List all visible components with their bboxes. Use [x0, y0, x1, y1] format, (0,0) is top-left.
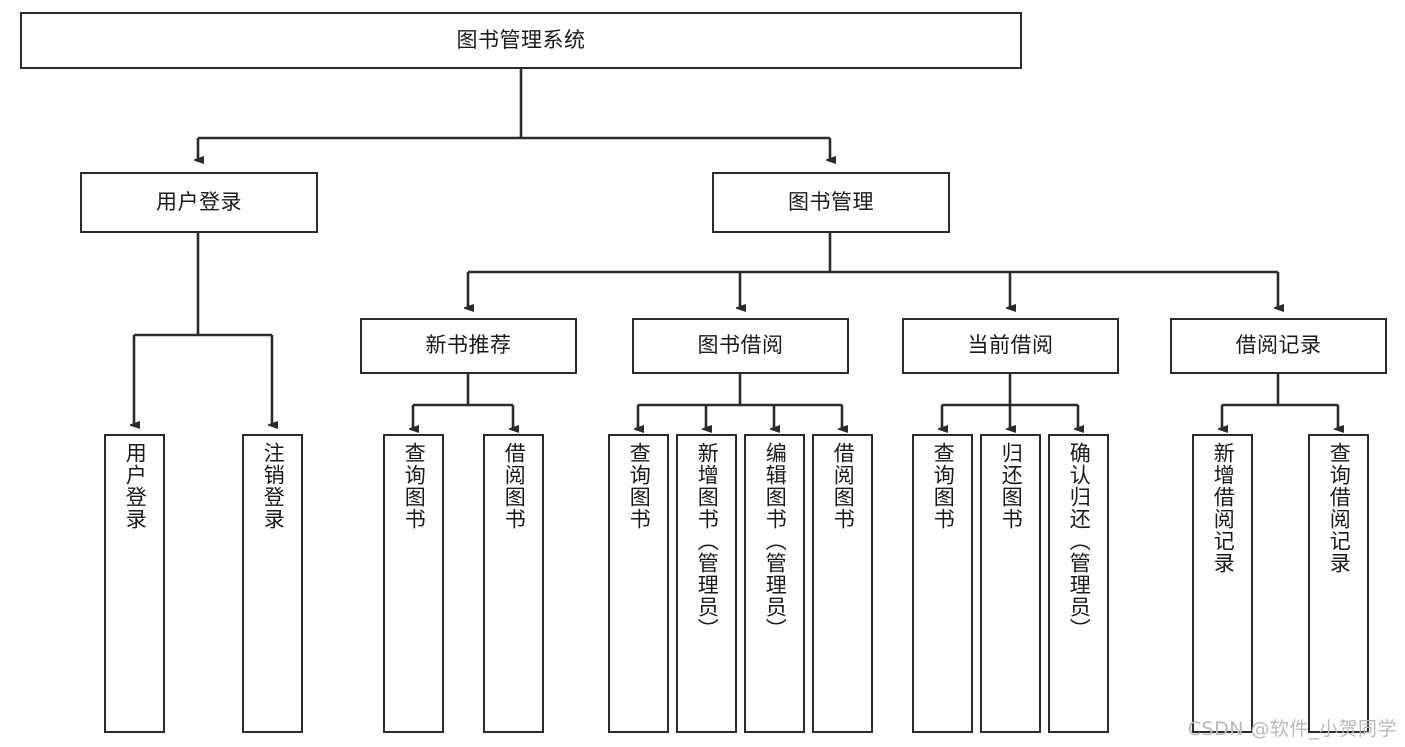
node-book-management-label: 图书管理 — [788, 189, 874, 214]
leaf-current-return-book[interactable]: 归还图书 — [980, 434, 1041, 733]
leaf-record-add-record[interactable]: 新增借阅记录 — [1192, 434, 1253, 733]
node-book-management[interactable]: 图书管理 — [712, 172, 950, 233]
leaf-label: 借阅图书 — [502, 442, 527, 530]
node-new-book-recommend-label: 新书推荐 — [425, 333, 512, 358]
node-new-book-recommend[interactable]: 新书推荐 — [360, 318, 577, 374]
node-user-login-label: 用户登录 — [156, 189, 242, 214]
leaf-borrow-borrow-book[interactable]: 借阅图书 — [812, 434, 873, 733]
leaf-label: 编辑图书（管理员） — [763, 442, 788, 640]
leaf-label: 确认归还（管理员） — [1067, 442, 1092, 640]
leaf-current-confirm-return[interactable]: 确认归还（管理员） — [1048, 434, 1109, 733]
leaf-label: 注销登录 — [261, 442, 286, 530]
node-book-borrow-label: 图书借阅 — [697, 333, 784, 358]
leaf-label: 新增借阅记录 — [1211, 442, 1236, 574]
leaf-recommend-borrow-book[interactable]: 借阅图书 — [483, 434, 544, 733]
leaf-borrow-query-book[interactable]: 查询图书 — [608, 434, 669, 733]
leaf-label: 借阅图书 — [831, 442, 856, 530]
leaf-user-login-login[interactable]: 用户登录 — [104, 434, 165, 733]
leaf-borrow-add-book[interactable]: 新增图书（管理员） — [676, 434, 737, 733]
node-root-label: 图书管理系统 — [456, 27, 586, 52]
leaf-label: 查询图书 — [627, 442, 652, 530]
watermark: CSDN @软件_小贺同学 — [1187, 718, 1397, 740]
leaf-label: 用户登录 — [123, 442, 148, 530]
node-current-borrow-label: 当前借阅 — [967, 333, 1054, 358]
leaf-current-query-book[interactable]: 查询图书 — [912, 434, 973, 733]
node-current-borrow[interactable]: 当前借阅 — [902, 318, 1119, 374]
node-book-borrow[interactable]: 图书借阅 — [632, 318, 849, 374]
leaf-label: 查询借阅记录 — [1327, 442, 1352, 574]
node-user-login[interactable]: 用户登录 — [80, 172, 318, 233]
leaf-label: 新增图书（管理员） — [695, 442, 720, 640]
node-borrow-record[interactable]: 借阅记录 — [1170, 318, 1387, 374]
node-borrow-record-label: 借阅记录 — [1235, 333, 1322, 358]
leaf-label: 查询图书 — [931, 442, 956, 530]
leaf-label: 查询图书 — [402, 442, 427, 530]
leaf-recommend-query-book[interactable]: 查询图书 — [383, 434, 444, 733]
leaf-borrow-edit-book[interactable]: 编辑图书（管理员） — [744, 434, 805, 733]
leaf-label: 归还图书 — [999, 442, 1024, 530]
node-root[interactable]: 图书管理系统 — [20, 12, 1022, 69]
leaf-user-login-logout[interactable]: 注销登录 — [242, 434, 303, 733]
leaf-record-query-record[interactable]: 查询借阅记录 — [1308, 434, 1369, 733]
